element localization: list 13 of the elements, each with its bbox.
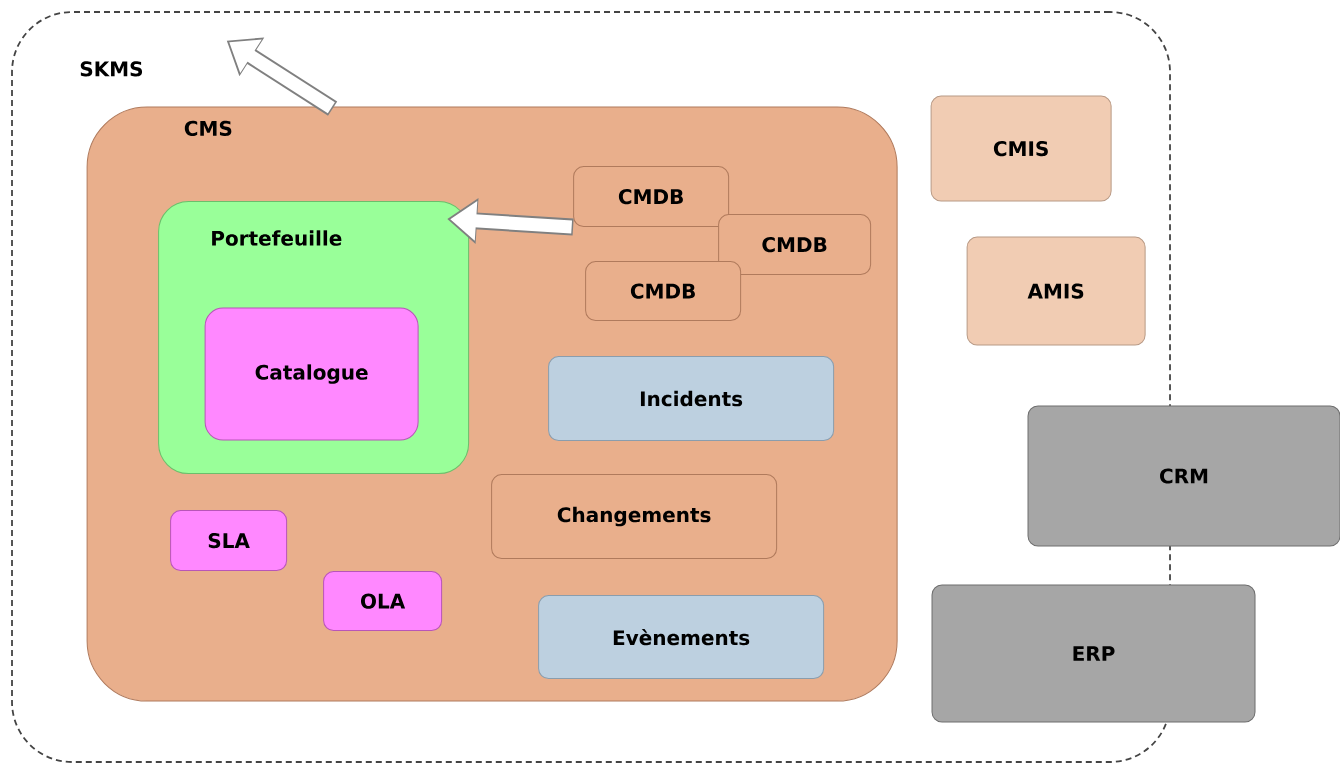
rounded-box: Incidents	[548, 356, 835, 442]
rounded-box: SLA	[170, 510, 288, 572]
rounded-box: OLA	[323, 571, 443, 632]
rounded-box: Evènements	[538, 595, 825, 680]
rounded-box: Catalogue	[204, 307, 419, 441]
rounded-box: CMDB	[718, 214, 872, 276]
rounded-box: CMDB	[585, 261, 742, 322]
rounded-box: CMDB	[573, 166, 730, 228]
rounded-box: CRM	[1027, 405, 1340, 547]
rounded-box: Changements	[491, 474, 778, 560]
rounded-box: AMIS	[966, 236, 1146, 346]
rounded-box: ERP	[931, 584, 1256, 723]
rounded-box: CMIS	[930, 95, 1112, 202]
